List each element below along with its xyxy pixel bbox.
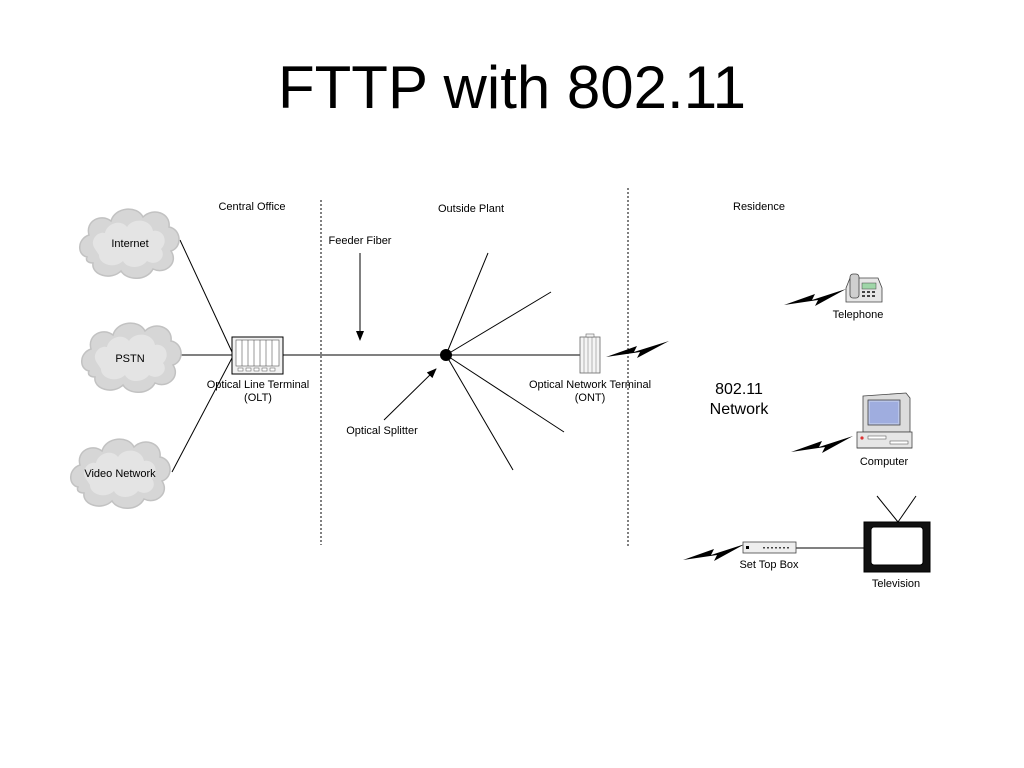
telephone-label: Telephone: [833, 309, 884, 321]
set-top-box-label: Set Top Box: [739, 559, 799, 571]
computer-label: Computer: [860, 456, 909, 468]
feeder-fiber-label: Feeder Fiber: [329, 235, 392, 247]
ont-device: [579, 333, 601, 374]
source-label-internet: Internet: [111, 238, 148, 250]
set-top-box-icon: [742, 541, 797, 554]
splitter-branch-3: [445, 354, 565, 433]
ont-label-line1: Optical Network Terminal: [529, 379, 651, 391]
link-internet-olt: [179, 239, 233, 353]
optical-splitter-node: [440, 349, 452, 361]
zone-label-outside-plant: Outside Plant: [438, 203, 504, 215]
television-icon: [863, 495, 931, 573]
wireless-bolt-stb-icon: [683, 544, 745, 561]
splitter-branch-4: [445, 354, 514, 471]
link-video-olt: [171, 357, 233, 473]
wireless-bolt-telephone-icon: [784, 289, 846, 306]
computer-icon: [856, 392, 913, 449]
olt-label-line1: Optical Line Terminal: [207, 379, 310, 391]
optical-splitter-arrow: [383, 368, 437, 421]
telephone-icon: [845, 273, 883, 303]
zone-label-central-office: Central Office: [218, 201, 285, 213]
ont-label-line2: (ONT): [575, 392, 606, 404]
olt-device: [231, 336, 284, 375]
wireless-bolt-computer-icon: [791, 436, 853, 453]
olt-label-line2: (OLT): [244, 392, 272, 404]
splitter-branch-2: [445, 291, 552, 356]
source-label-video-network: Video Network: [84, 468, 156, 480]
television-label: Television: [872, 578, 920, 590]
optical-splitter-label: Optical Splitter: [346, 425, 418, 437]
source-label-pstn: PSTN: [115, 353, 144, 365]
network-label-line2: Network: [710, 401, 770, 418]
slide-title: FTTP with 802.11: [278, 54, 746, 121]
network-label-line1: 802.11: [715, 381, 763, 398]
splitter-branch-1: [445, 252, 489, 356]
zone-label-residence: Residence: [733, 201, 785, 213]
wireless-bolt-ont-icon: [606, 341, 669, 358]
